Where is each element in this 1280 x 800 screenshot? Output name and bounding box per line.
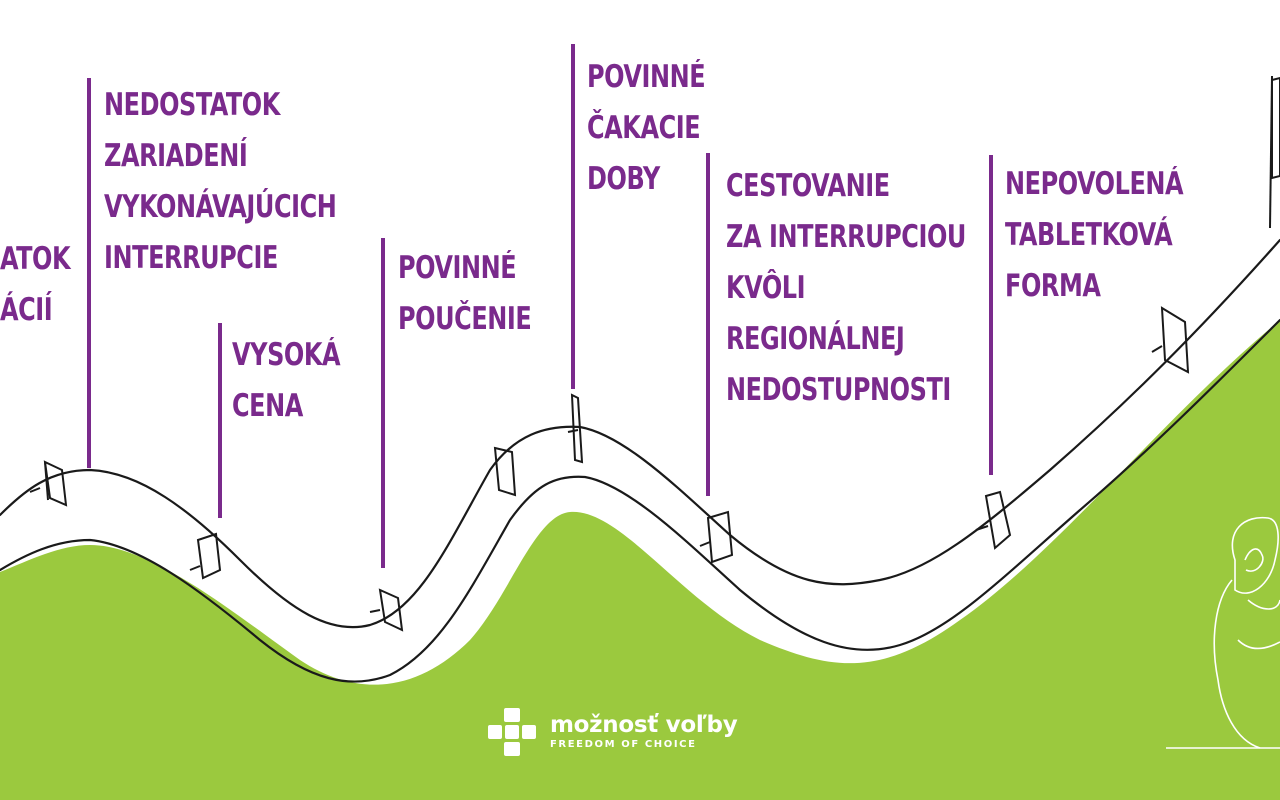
flag-icon xyxy=(1269,75,1280,229)
green-hills xyxy=(0,320,1280,800)
label-povinne-poucenie: POVINNÉ POUČENIE xyxy=(398,250,532,337)
label-nedostatok-zariadeni: NEDOSTATOK ZARIADENÍ VYKONÁVAJÚCICH INTE… xyxy=(104,87,337,276)
logo-text: možnosť voľby FREEDOM OF CHOICE xyxy=(550,712,738,752)
hurdle-icon xyxy=(975,490,1012,550)
divider-line xyxy=(381,238,385,568)
divider-line xyxy=(571,44,575,389)
label-povinne-cakacie-doby: POVINNÉ ČAKACIE DOBY xyxy=(587,59,706,197)
logo-title: možnosť voľby xyxy=(550,712,738,738)
road-lower-edge xyxy=(0,318,1280,683)
hurdle-icon xyxy=(29,460,68,507)
road-upper-edge xyxy=(0,238,1280,629)
label-cestovanie: CESTOVANIE ZA INTERRUPCIOU KVÔLI REGIONÁ… xyxy=(726,168,966,408)
brand-logo: možnosť voľby FREEDOM OF CHOICE xyxy=(486,706,738,758)
hurdle-icon xyxy=(1151,306,1190,374)
divider-line xyxy=(218,323,222,518)
hurdle-icon xyxy=(189,532,222,580)
divider-line xyxy=(87,78,91,468)
seated-person-icon xyxy=(1166,516,1280,749)
hurdle-icon xyxy=(493,446,517,497)
label-nepovolena-tabletkova-forma: NEPOVOLENÁ TABLETKOVÁ FORMA xyxy=(1005,166,1184,304)
logo-subtitle: FREEDOM OF CHOICE xyxy=(550,739,697,750)
hurdle-icon xyxy=(699,510,734,564)
hurdle-icon xyxy=(567,393,584,464)
cross-logo-icon xyxy=(488,708,536,756)
hurdle-icon xyxy=(369,588,404,632)
label-nedostatok-informacii: ATOK ÁCIÍ xyxy=(0,241,71,328)
divider-line xyxy=(706,153,710,496)
divider-line xyxy=(989,155,993,475)
label-vysoka-cena: VYSOKÁ CENA xyxy=(232,337,341,424)
